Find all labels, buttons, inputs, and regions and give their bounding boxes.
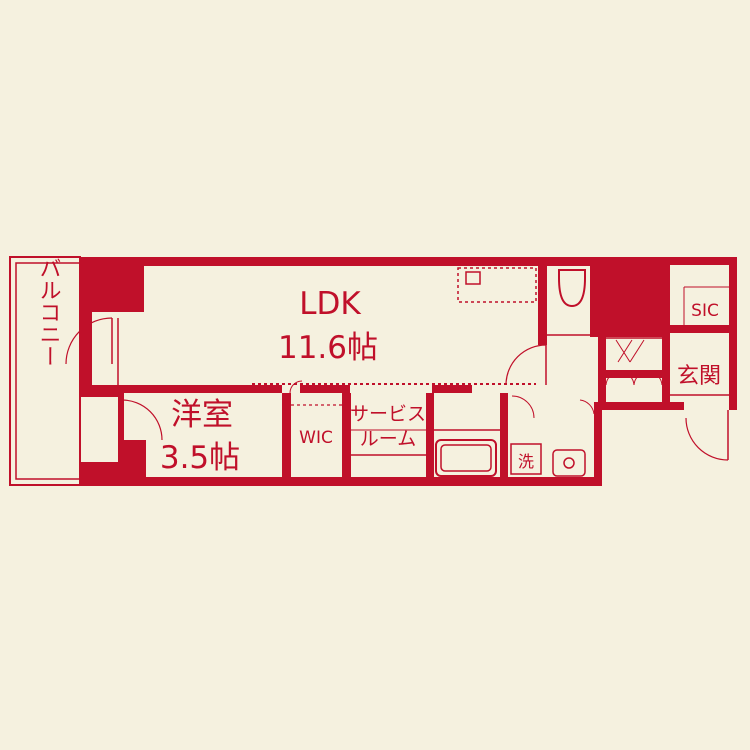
service-room-label-1: サービス xyxy=(350,403,426,425)
entrance-door-swing xyxy=(685,417,729,461)
western-room-size-label: 3.5帖 xyxy=(160,440,240,476)
ldk-label: LDK xyxy=(299,286,361,322)
wic-label: WIC xyxy=(299,428,333,448)
balcony-door-swing xyxy=(65,317,113,365)
balcony-label: バルコニー xyxy=(36,257,61,367)
western-room-label: 洋室 xyxy=(171,397,233,433)
ldk-size-label: 11.6帖 xyxy=(278,330,378,366)
washbasin-icon xyxy=(552,449,586,477)
sic-label: SIC xyxy=(691,301,719,321)
laundry-label: 洗 xyxy=(518,452,534,471)
doors xyxy=(65,317,729,461)
laundry-box xyxy=(510,443,542,475)
outer-walls xyxy=(80,257,737,486)
fixtures xyxy=(252,267,729,477)
sink-icon xyxy=(465,271,481,285)
bathtub-icon xyxy=(435,439,497,477)
room-labels: LDK 11.6帖 洋室 3.5帖 WIC サービス ルーム SIC 玄関 洗 … xyxy=(36,257,722,476)
pillar-top-right xyxy=(590,257,670,337)
service-room-label-2: ルーム xyxy=(360,428,416,450)
toilet-icon xyxy=(558,269,586,308)
kitchen-counter xyxy=(457,267,537,303)
entrance-label: 玄関 xyxy=(677,364,721,389)
